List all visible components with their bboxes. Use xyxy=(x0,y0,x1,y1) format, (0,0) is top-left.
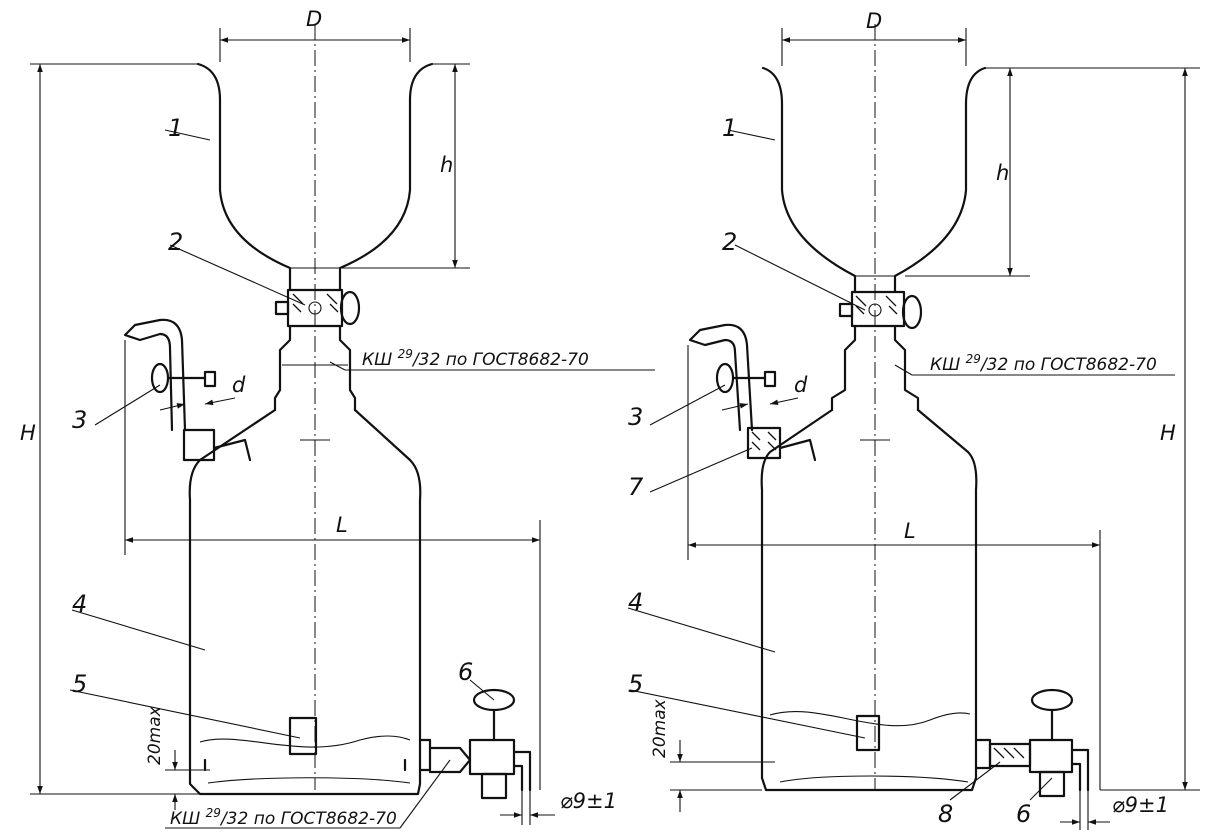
callout-4-right: 4 xyxy=(628,588,643,616)
callout-6-left: 6 xyxy=(458,658,473,686)
side-stopcock-3-left xyxy=(123,318,252,462)
collar-7-right xyxy=(746,426,817,462)
joint-note-top-right: КШ 29/32 по ГОСТ8682-70 xyxy=(930,352,1157,375)
callout-2-left: 2 xyxy=(168,228,183,256)
joint-note-bottom-left: КШ 29/32 по ГОСТ8682-70 xyxy=(170,806,397,829)
inner-tube-5-right xyxy=(855,714,881,752)
bottle-left xyxy=(188,408,422,796)
dim-L-left: L xyxy=(336,513,348,537)
callout-1-right: 1 xyxy=(722,114,737,142)
dim-D-left: D xyxy=(306,7,322,31)
stopcock-2-left xyxy=(274,288,361,328)
stopcock-2-right xyxy=(838,290,923,330)
funnel-right xyxy=(761,66,987,294)
funnel-left xyxy=(196,62,434,292)
rubber-tube-8-right xyxy=(988,742,1032,768)
outlet-stopcock-6-left xyxy=(418,688,532,800)
dim-d-right: d xyxy=(794,373,808,397)
figure-right: 1 2 3 7 4 5 8 6 D h H d L 20max ⌀9±1 КШ … xyxy=(627,9,1200,830)
dim-h-left: h xyxy=(440,153,453,177)
figure-left: 1 2 3 4 5 6 D h H d L 20max ⌀9±1 КШ 29/3… xyxy=(20,7,655,829)
dim-H-left: H xyxy=(20,421,36,445)
joint-note-top-left: КШ 29/32 по ГОСТ8682-70 xyxy=(362,347,589,370)
dim-outlet-right: ⌀9±1 xyxy=(1112,793,1169,817)
callout-8-right: 8 xyxy=(938,800,953,828)
dim-D-right: D xyxy=(866,9,882,33)
inner-tube-5-left xyxy=(288,716,318,756)
dim-H-right: H xyxy=(1160,421,1176,445)
callout-5-left: 5 xyxy=(72,670,87,698)
dim-20max-left: 20max xyxy=(145,705,165,765)
callout-6-right: 6 xyxy=(1016,800,1031,828)
callout-3-left: 3 xyxy=(72,406,87,434)
dim-h-right: h xyxy=(996,161,1009,185)
callout-7-right: 7 xyxy=(628,473,644,501)
side-stopcock-3-right xyxy=(688,323,777,432)
bottle-right xyxy=(760,408,978,792)
callout-1-left: 1 xyxy=(168,114,183,142)
dim-d-left: d xyxy=(232,373,246,397)
outlet-stopcock-6-right xyxy=(974,688,1090,798)
dim-outlet-left: ⌀9±1 xyxy=(560,789,617,813)
callout-4-left: 4 xyxy=(72,590,87,618)
callout-5-right: 5 xyxy=(628,670,643,698)
callout-2-right: 2 xyxy=(722,228,737,256)
dim-L-right: L xyxy=(904,519,916,543)
callout-3-right: 3 xyxy=(628,403,643,431)
dim-20max-right: 20max xyxy=(650,698,670,758)
